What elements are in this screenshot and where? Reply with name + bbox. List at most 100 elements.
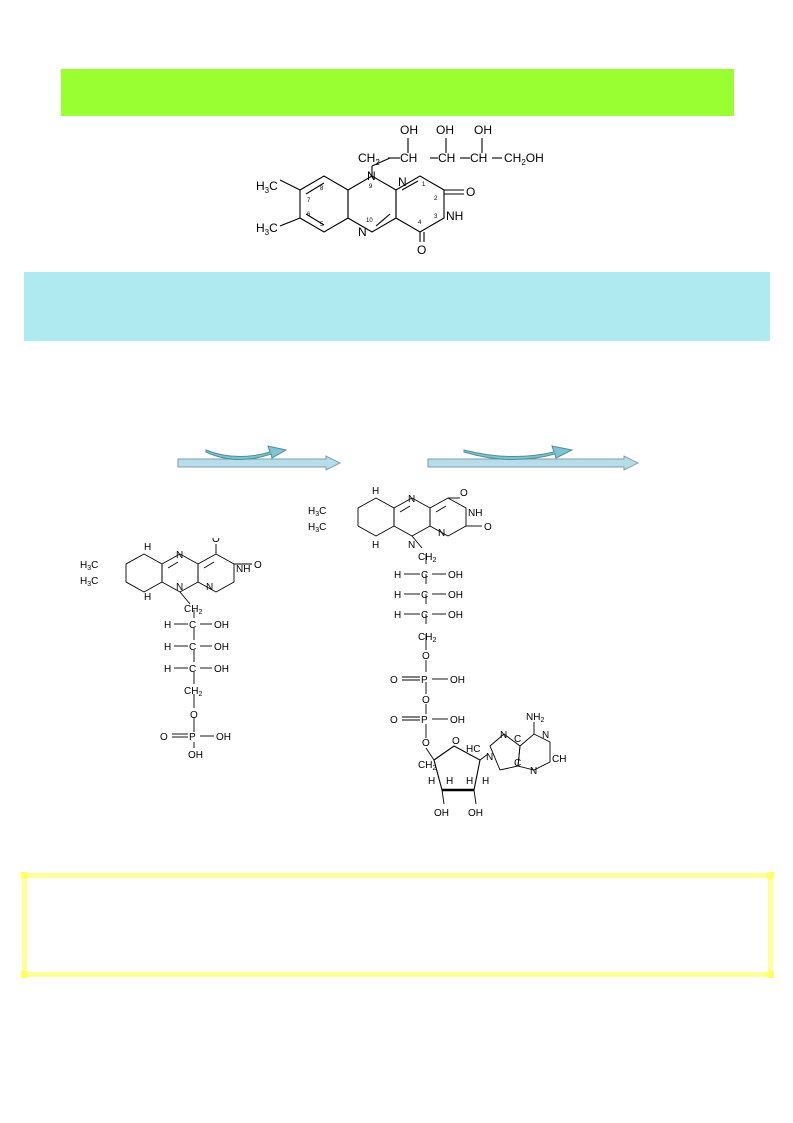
reaction-arrow-2 (427, 445, 640, 471)
fmn-oh-1: OH (214, 620, 229, 631)
blue-info-banner (24, 272, 770, 341)
fad-c-2: C (421, 590, 428, 601)
fad-o-ribose: O (452, 736, 460, 747)
fad-h-2: H (394, 590, 401, 601)
fmn-c-3: C (189, 664, 196, 675)
riboflavin-num-1: 1 (422, 182, 426, 188)
fad-ch2-bottom: CH2 (418, 760, 436, 772)
fmn-oh-3: OH (214, 664, 229, 675)
fad-n-top: N (408, 494, 415, 505)
fad-h-ribose-4: H (482, 776, 489, 787)
fmn-h-top: H (144, 542, 151, 553)
fad-oh-ribose-2: OH (468, 808, 483, 819)
fad-nh2: NH2 (526, 712, 544, 724)
fad-oh-ribose-1: OH (434, 808, 449, 819)
reaction-arrows (177, 445, 640, 471)
riboflavin-structure: OH OH OH CH2 CH CH CH CH2OH H3C H3C N N … (256, 123, 544, 257)
fad-oh-3: OH (448, 610, 463, 621)
yellow-note-box (21, 872, 774, 978)
fad-h-ribose-3: H (466, 776, 473, 787)
riboflavin-methyl-1: H3C (256, 179, 278, 195)
riboflavin-methyl-2: H3C (256, 221, 278, 237)
riboflavin-num-4: 4 (418, 220, 422, 226)
fmn-structure: H H H3C H3C N N N NH O O CH2 H C OH H C … (80, 538, 262, 761)
fmn-phosphorus: P (189, 732, 196, 743)
fad-n-bottom: N (408, 540, 415, 551)
fad-nh: NH (468, 508, 482, 519)
fmn-methyl-2: H3C (80, 576, 98, 588)
fmn-c-1: C (189, 620, 196, 631)
fad-methyl-2: H3C (308, 522, 326, 534)
riboflavin-num-3: 3 (434, 214, 438, 220)
fmn-c-2: C (189, 642, 196, 653)
fmn-ch2-bottom: CH2 (184, 686, 202, 698)
fmn-methyl-1: H3C (80, 560, 98, 572)
fmn-n-top: N (176, 550, 183, 561)
fad-n-adenine-9: N (486, 752, 493, 763)
fmn-h-2: H (164, 642, 171, 653)
fad-h-1: H (394, 570, 401, 581)
fad-c-1: C (421, 570, 428, 581)
fad-n-adenine-1: N (542, 730, 549, 741)
fmn-h-1: H (164, 620, 171, 631)
yellow-box-corner (21, 872, 28, 879)
fmn-o-right: O (254, 560, 262, 571)
riboflavin-num-5: 5 (320, 222, 324, 228)
fad-o-bridge: O (422, 695, 430, 706)
fad-oh-1: OH (448, 570, 463, 581)
riboflavin-ch-2: CH (438, 151, 455, 165)
fmn-h-3: H (164, 664, 171, 675)
riboflavin-nh: NH (446, 209, 463, 223)
riboflavin-oh-2: OH (436, 123, 454, 137)
riboflavin-o-2: O (466, 185, 475, 199)
riboflavin-n10: N (367, 169, 376, 183)
riboflavin-num-7: 7 (307, 198, 311, 204)
riboflavin-ch-3: CH (470, 151, 487, 165)
fad-n-adenine-7: N (500, 730, 507, 741)
fad-c-adenine-2: C (514, 758, 521, 769)
fad-h-ribose-2: H (446, 776, 453, 787)
fad-n-adenine-3: N (530, 766, 537, 777)
fad-ch2-top: CH2 (418, 552, 436, 564)
fad-hc: HC (466, 744, 480, 755)
fad-h-ribose-1: H (428, 776, 435, 787)
fad-methyl-1: H3C (308, 506, 326, 518)
riboflavin-n5: N (358, 225, 367, 239)
riboflavin-num-10: 10 (366, 218, 373, 224)
fmn-o-top: O (212, 538, 220, 545)
fad-c-3: C (421, 610, 428, 621)
fad-h-bottom: H (372, 540, 379, 551)
riboflavin-num-8: 8 (320, 186, 324, 192)
fad-o-ester-1: O (422, 651, 430, 662)
fad-h-3: H (394, 610, 401, 621)
fad-oh-p1: OH (450, 675, 465, 686)
fad-o-right: O (484, 522, 492, 533)
fmn-o-double: O (160, 732, 168, 743)
fmn-n-ring: N (206, 582, 213, 593)
fmn-ch2-top: CH2 (184, 604, 202, 616)
riboflavin-num-6: 6 (307, 212, 311, 218)
fmn-oh-p1: OH (216, 732, 231, 743)
fmn-nh: NH (236, 564, 250, 575)
green-title-banner (61, 69, 734, 116)
fad-oh-p2: OH (450, 715, 465, 726)
fmn-oh-2: OH (214, 642, 229, 653)
riboflavin-ch2oh: CH2OH (504, 151, 544, 167)
fad-c-adenine: C (514, 734, 521, 745)
riboflavin-oh-1: OH (400, 123, 418, 137)
fad-oh-2: OH (448, 590, 463, 601)
fad-ch-adenine: CH (552, 754, 566, 765)
riboflavin-num-9: 9 (369, 184, 373, 190)
riboflavin-n1: N (398, 175, 407, 189)
fmn-h-bottom: H (144, 592, 151, 603)
riboflavin-oh-3: OH (474, 123, 492, 137)
reaction-arrow-1 (177, 445, 342, 471)
riboflavin-ch2: CH2 (358, 151, 380, 167)
riboflavin-num-2: 2 (434, 196, 438, 202)
fad-o-double-2: O (390, 715, 398, 726)
yellow-box-corner (21, 971, 28, 978)
fmn-oh-p2: OH (188, 750, 203, 761)
yellow-box-corner (767, 872, 774, 879)
fad-o-top: O (460, 488, 468, 499)
fad-o-double-1: O (390, 675, 398, 686)
